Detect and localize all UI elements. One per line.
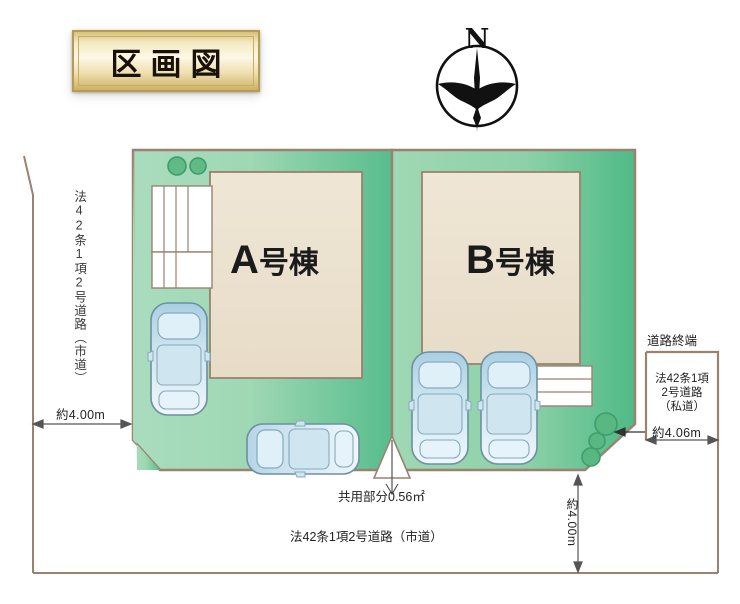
page-title-inner: 区画図 (78, 36, 254, 86)
building-b-label: B号棟 (466, 238, 555, 283)
private-road-label-line2: 2号道路 (661, 387, 703, 399)
page-title-plaque: 区画図 (72, 30, 260, 92)
bottom-road-label: 法42条1項2号道路（市道） (290, 530, 443, 544)
shrubs-plot-a (167, 156, 207, 176)
shared-area-marker (372, 433, 412, 496)
road-end-pointer (613, 427, 645, 437)
plot-a-corner (133, 150, 160, 470)
stairs-plot-b (533, 365, 593, 407)
car-plot-a-horizontal (246, 420, 360, 478)
private-road-label-line1: 法42条1項 (655, 373, 709, 385)
road-end-label: 道路終端 (647, 334, 698, 348)
private-road-label-line3: （私道） (659, 401, 705, 413)
dimension-bottom-right-height: 約4.00m (565, 498, 579, 547)
road-boundary-lines (23, 155, 719, 574)
left-road-label: 法42条1項2号道路（市道） (72, 190, 87, 385)
dimension-right-arrow (644, 435, 720, 445)
car-plot-b-left (408, 351, 472, 465)
dimension-right-width: 約4.06m (652, 426, 702, 440)
building-a-body (209, 171, 363, 379)
shrubs-plot-b (581, 412, 618, 467)
dimension-left-arrow (31, 419, 133, 429)
private-road-box (644, 350, 720, 440)
compass-north-label: N (464, 24, 490, 55)
car-plot-b-right (477, 351, 541, 465)
building-a-label: A号棟 (230, 238, 319, 283)
compass-rose: N (424, 24, 530, 134)
page-title: 区画図 (110, 46, 231, 83)
building-b-letter: B (466, 238, 495, 282)
car-plot-a-vertical (147, 302, 211, 416)
dimension-left-width: 約4.00m (56, 408, 106, 422)
building-a-letter: A (230, 238, 259, 282)
compass-icon (435, 44, 519, 132)
shared-area-label: 共用部分0.56㎡ (338, 490, 425, 504)
building-b-suffix: 号棟 (494, 247, 555, 280)
building-a-suffix: 号棟 (258, 247, 319, 280)
stairs-plot-a (151, 185, 213, 289)
dimension-bottom-right-arrow (573, 473, 583, 574)
